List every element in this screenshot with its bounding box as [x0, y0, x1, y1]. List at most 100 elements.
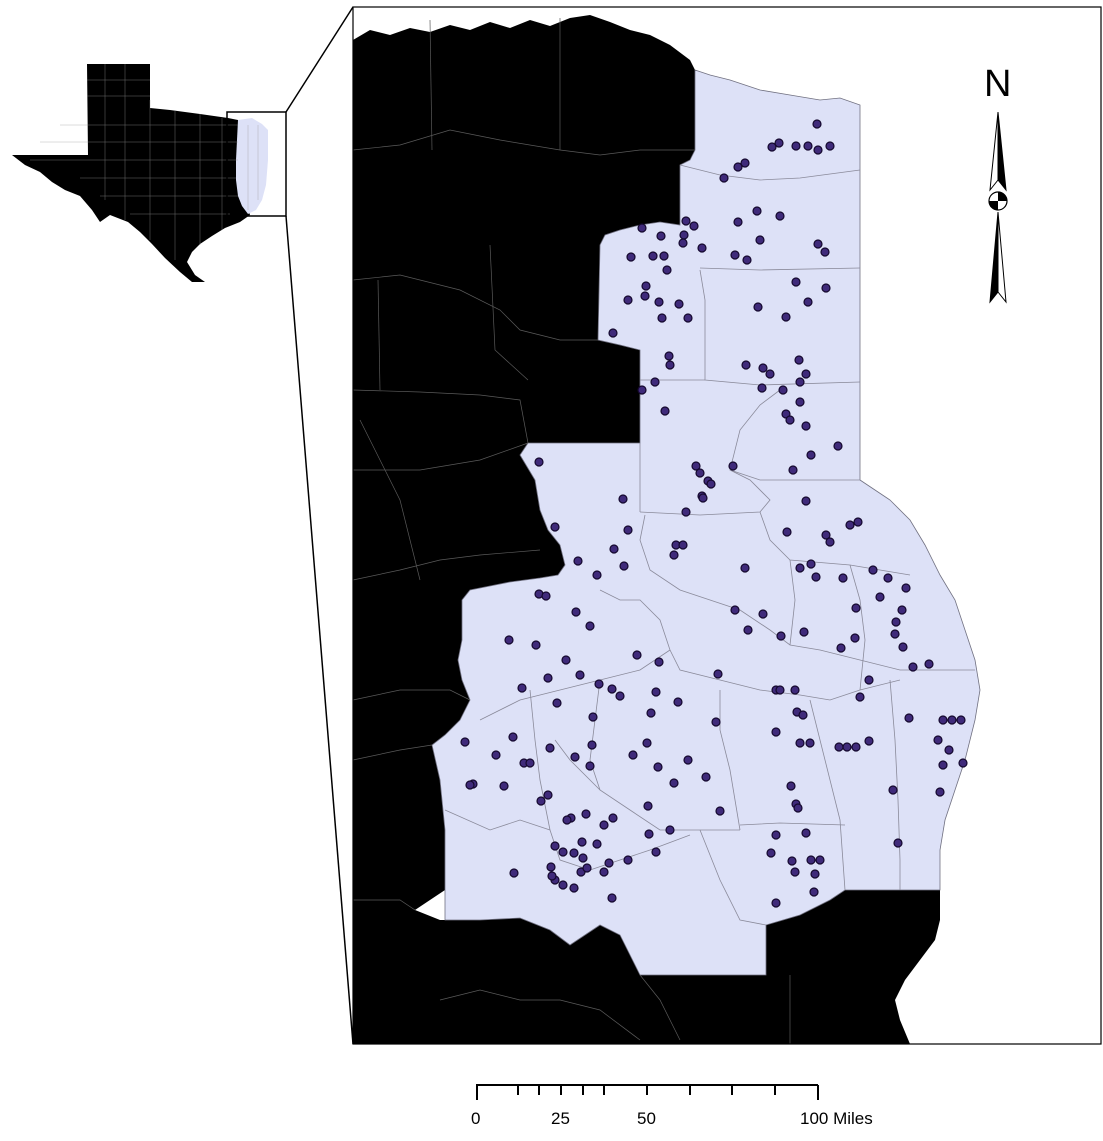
north-arrow: N [984, 63, 1011, 304]
zoom-connector-lines [285, 6, 354, 1045]
site-point-180 [592, 839, 602, 849]
site-point-81 [669, 550, 679, 560]
site-point-74 [550, 522, 560, 532]
inset-highlight-frame [226, 111, 287, 217]
site-point-54 [778, 385, 788, 395]
site-point-179 [599, 820, 609, 830]
site-point-65 [691, 461, 701, 471]
site-point-115 [504, 635, 514, 645]
site-point-95 [901, 583, 911, 593]
site-point-11 [681, 216, 691, 226]
site-point-187 [623, 855, 633, 865]
site-point-162 [491, 750, 501, 760]
site-point-85 [821, 530, 831, 540]
site-point-147 [795, 738, 805, 748]
site-point-123 [654, 657, 664, 667]
site-point-218 [607, 893, 617, 903]
site-point-132 [775, 685, 785, 695]
scale-label-50: 50 [637, 1109, 656, 1128]
site-point-15 [678, 238, 688, 248]
site-point-112 [571, 607, 581, 617]
site-point-143 [851, 742, 861, 752]
site-point-16 [697, 243, 707, 253]
site-point-119 [594, 679, 604, 689]
site-point-129 [713, 669, 723, 679]
site-point-109 [776, 631, 786, 641]
site-point-51 [801, 369, 811, 379]
site-point-166 [545, 743, 555, 753]
scale-bar: 0 25 50 100 Miles [471, 1084, 873, 1128]
site-point-5 [791, 141, 801, 151]
site-point-134 [855, 692, 865, 702]
site-point-141 [958, 758, 968, 768]
scale-label-100-miles: 100 Miles [800, 1109, 873, 1128]
site-point-49 [765, 369, 775, 379]
site-point-150 [771, 727, 781, 737]
site-point-106 [799, 627, 809, 637]
site-point-214 [569, 883, 579, 893]
site-point-157 [653, 762, 663, 772]
site-point-163 [508, 732, 518, 742]
site-point-200 [801, 828, 811, 838]
site-point-82 [740, 563, 750, 573]
site-point-18 [626, 252, 636, 262]
site-point-137 [947, 715, 957, 725]
inset-locator-map [12, 64, 287, 282]
site-point-209 [893, 838, 903, 848]
county-boundaries [444, 164, 975, 926]
site-point-12 [689, 221, 699, 231]
site-point-26 [657, 313, 667, 323]
site-point-10 [719, 173, 729, 183]
site-point-39 [821, 283, 831, 293]
site-point-120 [607, 684, 617, 694]
inset-texas-shape [12, 64, 250, 282]
site-point-124 [543, 673, 553, 683]
site-point-201 [766, 848, 776, 858]
site-point-199 [771, 830, 781, 840]
site-point-25 [654, 297, 664, 307]
site-point-202 [806, 855, 816, 865]
site-point-88 [845, 520, 855, 530]
site-point-58 [801, 421, 811, 431]
site-point-72 [618, 494, 628, 504]
site-point-55 [795, 397, 805, 407]
site-point-127 [651, 687, 661, 697]
site-point-151 [711, 717, 721, 727]
site-point-60 [806, 450, 816, 460]
site-point-41 [753, 302, 763, 312]
site-point-101 [908, 662, 918, 672]
site-point-145 [834, 742, 844, 752]
site-point-185 [604, 858, 614, 868]
site-point-177 [562, 815, 572, 825]
site-point-94 [883, 573, 893, 583]
site-point-105 [836, 643, 846, 653]
site-point-53 [757, 383, 767, 393]
site-point-71 [681, 507, 691, 517]
site-point-84 [801, 496, 811, 506]
site-point-208 [771, 898, 781, 908]
site-point-45 [650, 377, 660, 387]
site-point-146 [805, 738, 815, 748]
site-point-96 [875, 592, 885, 602]
site-point-7 [767, 142, 777, 152]
site-point-107 [758, 609, 768, 619]
site-point-205 [790, 867, 800, 877]
site-point-116 [531, 640, 541, 650]
site-point-70 [698, 493, 708, 503]
site-point-117 [561, 655, 571, 665]
site-point-126 [517, 683, 527, 693]
site-point-156 [628, 750, 638, 760]
site-point-213 [558, 880, 568, 890]
site-point-20 [659, 251, 669, 261]
site-point-170 [465, 780, 475, 790]
site-point-43 [664, 351, 674, 361]
site-point-203 [815, 855, 825, 865]
site-point-153 [588, 712, 598, 722]
site-point-131 [790, 685, 800, 695]
site-point-38 [791, 277, 801, 287]
site-point-100 [898, 642, 908, 652]
site-point-210 [509, 868, 519, 878]
site-point-171 [499, 781, 509, 791]
site-point-2 [825, 141, 835, 151]
